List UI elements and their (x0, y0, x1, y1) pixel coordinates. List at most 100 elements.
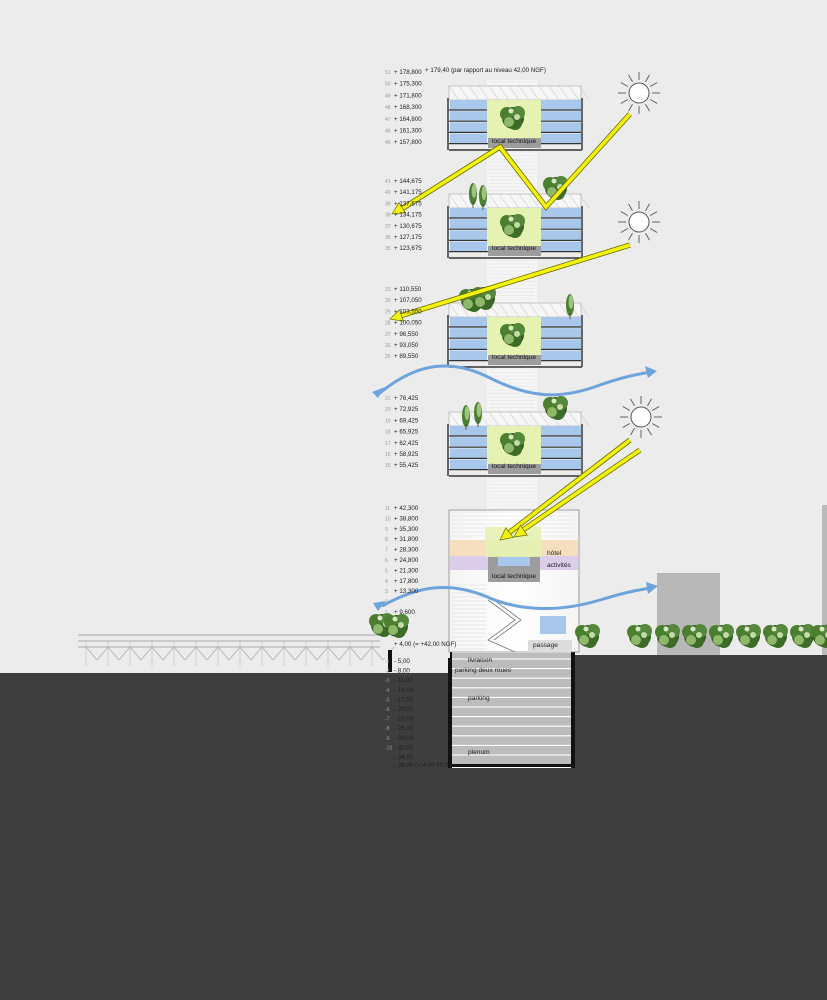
level-number: 47 (385, 117, 391, 123)
top-note: + 179,40 (par rapport au niveau 42,00 NG… (425, 67, 546, 74)
level-number: -8 (385, 726, 390, 732)
level-number: 50 (385, 82, 391, 88)
level-elevation: - 17,00 (394, 696, 414, 703)
local-technique-label-1: local technique (492, 138, 536, 145)
ground-note: + 4,00 (= +42,00 NGF) (394, 641, 456, 648)
level-elevation: - 5,00 (394, 658, 410, 665)
parking-deux-roues-label: parking deux roues (455, 667, 512, 674)
level-elevation: + 164,800 (394, 116, 422, 123)
level-number: -10 (385, 745, 392, 751)
level-elevation: - 20,00 (394, 706, 414, 713)
level-number: 1 (385, 610, 388, 616)
level-number: 20 (385, 407, 391, 413)
basement (384, 650, 575, 768)
level-elevation: + 130,675 (394, 223, 422, 230)
sun-ray (389, 242, 631, 322)
wind-arrow-lower (381, 586, 653, 611)
podium (448, 509, 580, 653)
room-labels: hôtel activités local technique passage … (455, 138, 572, 756)
level-number: 19 (385, 418, 391, 424)
level-number: 6 (385, 558, 388, 564)
level-elevation: + 55,425 (394, 462, 419, 469)
level-elevation: + 137,675 (394, 200, 422, 207)
level-elevation: + 93,050 (394, 342, 419, 349)
level-elevation: + 168,300 (394, 104, 422, 111)
level-number: 35 (385, 246, 391, 252)
level-elevation: + 24,800 (394, 557, 419, 564)
sun-icon (618, 201, 660, 243)
level-number: 3 (385, 589, 388, 595)
level-number: 49 (385, 93, 391, 99)
sun-ray (513, 447, 642, 538)
local-technique-label-4: local technique (492, 463, 536, 470)
tower-module-1 (447, 85, 590, 151)
level-elevation: - 8,00 (394, 668, 410, 675)
level-number: 40 (385, 190, 391, 196)
wind-arrow-upper (379, 364, 653, 397)
level-elevation: + 31,800 (394, 536, 419, 543)
level-elevation: + 107,050 (394, 297, 422, 304)
left-canopy (78, 634, 395, 666)
level-elevation: + 161,300 (394, 128, 422, 135)
local-technique-label-2: local technique (492, 245, 536, 252)
parking-label: parking (468, 695, 490, 702)
sun-ray (499, 437, 632, 541)
livraison-label: livraison (468, 657, 493, 664)
level-number: 4 (385, 579, 388, 585)
level-elevation: + 58,925 (394, 451, 419, 458)
sun-icon (620, 396, 662, 438)
ground (0, 673, 827, 1000)
level-number: 2 (385, 600, 388, 606)
level-elevation: + 134,175 (394, 212, 422, 219)
level-elevation: + 21,300 (394, 567, 419, 574)
tower-module-4 (447, 411, 590, 477)
level-elevation: + 103,550 (394, 308, 422, 315)
level-elevation: + 9,600 (394, 609, 415, 616)
level-elevation: + 123,675 (394, 245, 422, 252)
level-elevation: - 29,00 (394, 735, 414, 742)
level-elevation: - 32,00 (394, 744, 414, 751)
level-elevation: + 89,550 (394, 353, 419, 360)
level-elevation: - 26,00 (394, 725, 414, 732)
level-elevation: + 65,925 (394, 429, 419, 436)
level-number: 21 (385, 396, 391, 402)
level-number: 30 (385, 298, 391, 304)
level-number: -9 (385, 736, 390, 742)
tower-modules (447, 85, 590, 477)
level-elevation: - 11,00 (394, 677, 413, 684)
sun-ray-arrows (389, 112, 642, 541)
level-elevation: + 72,925 (394, 406, 419, 413)
level-number: 8 (385, 537, 388, 543)
level-elevation: + 157,800 (394, 139, 422, 146)
level-number: 48 (385, 105, 391, 111)
level-elevation: + 62,425 (394, 440, 419, 447)
level-number: -6 (385, 707, 390, 713)
lobby-glass (540, 616, 566, 634)
level-elevation: - 23,00 (394, 716, 414, 723)
local-technique-label-3: local technique (492, 354, 536, 361)
level-elevation: + 100,050 (394, 320, 422, 327)
plenum-label: plenum (468, 749, 490, 756)
level-elevation: + 141,175 (394, 189, 422, 196)
level-number: 37 (385, 224, 391, 230)
local-technique-label-podium: local technique (492, 573, 536, 580)
passage-block (528, 640, 572, 652)
level-number: 46 (385, 129, 391, 135)
level-number: 16 (385, 452, 391, 458)
neighbour-building (657, 573, 720, 663)
level-number: 29 (385, 309, 391, 315)
level-elevation: + 69,425 (394, 417, 419, 424)
level-number: 15 (385, 463, 391, 469)
sun-icon (618, 72, 660, 114)
level-number: 26 (385, 343, 391, 349)
level-elevation: + 38,800 (394, 515, 419, 522)
level-number: 51 (385, 70, 391, 76)
level-number: -3 (385, 678, 390, 684)
level-number: 28 (385, 321, 391, 327)
level-number: 25 (385, 354, 391, 360)
level-elevation: + 35,300 (394, 526, 419, 533)
level-number: 11 (385, 506, 390, 512)
level-number: 41 (385, 179, 391, 185)
level-number: 27 (385, 332, 391, 338)
